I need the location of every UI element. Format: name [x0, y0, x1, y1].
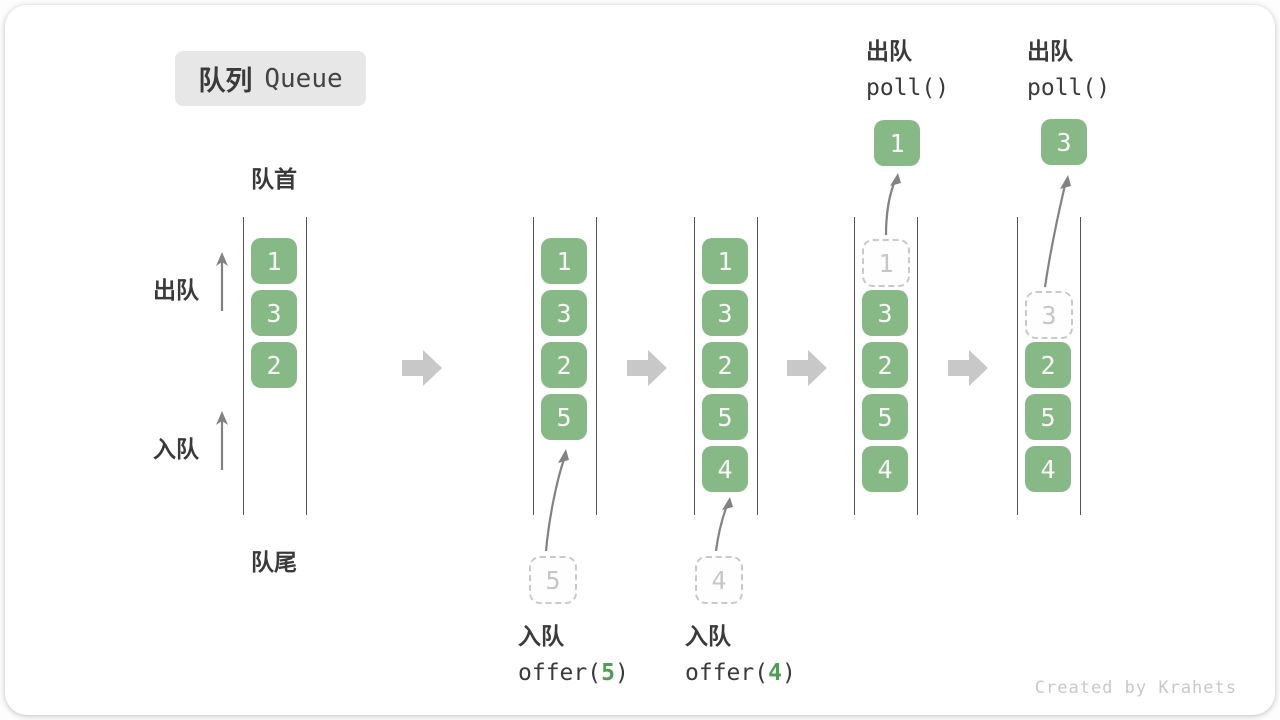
transition-arrow-icon [627, 350, 667, 386]
removed-cell: 3 [1041, 119, 1087, 165]
queue-cell: 3 [541, 290, 587, 336]
insert-arrow-icon [714, 497, 733, 552]
queue-cell: 3 [702, 290, 748, 336]
queue-cell: 3 [251, 290, 297, 336]
queue-cell: 2 [702, 342, 748, 388]
dequeue-label: 出队 [153, 278, 199, 304]
front-label: 队首 [251, 167, 297, 193]
enqueue-caption-code: offer(4) [685, 660, 796, 686]
remove-arrow-icon [884, 173, 901, 236]
queue-cell: 4 [702, 446, 748, 492]
enqueue-caption: 入队 offer(5) [518, 617, 629, 686]
watermark: Created by Krahets [1034, 678, 1237, 698]
queue-cell: 1 [702, 238, 748, 284]
queue-cell: 3 [862, 290, 908, 336]
queue-cell: 2 [541, 342, 587, 388]
remove-arrow-icon [1043, 175, 1071, 288]
dequeue-arrow-icon [216, 252, 228, 311]
queue-cell: 1 [251, 238, 297, 284]
queue-column [1017, 217, 1081, 515]
dequeue-caption-op: 出队 [866, 39, 912, 65]
queue-column [694, 217, 758, 515]
rear-label: 队尾 [251, 550, 297, 576]
title-zh: 队列 [198, 66, 253, 97]
queue-column [854, 217, 918, 515]
title-badge: 队列 Queue [175, 51, 366, 106]
queue-cell: 1 [541, 238, 587, 284]
removed-cell: 1 [874, 120, 920, 166]
diagram-card: 队列 Queue 队首 队尾 出队 入队 [5, 5, 1275, 715]
dequeue-caption-code: poll() [866, 75, 950, 101]
dequeue-caption: 出队 poll() [1027, 32, 1110, 101]
enqueue-arrow-icon [216, 411, 228, 470]
queue-cell-dashed: 3 [1025, 291, 1073, 339]
queue-cell: 5 [862, 394, 908, 440]
queue-column [243, 217, 307, 515]
queue-column [533, 217, 597, 515]
enqueue-caption-op: 入队 [518, 624, 564, 650]
transition-arrow-icon [948, 350, 988, 386]
queue-cell-dashed: 1 [862, 239, 910, 287]
queue-cell: 2 [1025, 342, 1071, 388]
enqueue-caption-op: 入队 [685, 624, 731, 650]
queue-cell: 4 [1025, 446, 1071, 492]
dequeue-caption: 出队 poll() [866, 32, 949, 101]
queue-cell: 4 [862, 446, 908, 492]
transition-arrow-icon [787, 350, 827, 386]
dequeue-caption-code: poll() [1027, 75, 1111, 101]
queue-cell: 2 [251, 342, 297, 388]
queue-cell: 5 [1025, 394, 1071, 440]
incoming-cell: 5 [529, 556, 577, 604]
incoming-cell: 4 [695, 556, 743, 604]
transition-arrow-icon [402, 350, 442, 386]
title-en: Queue [264, 63, 343, 94]
enqueue-caption: 入队 offer(4) [685, 617, 796, 686]
queue-cell: 2 [862, 342, 908, 388]
dequeue-caption-op: 出队 [1027, 39, 1073, 65]
queue-cell: 5 [541, 394, 587, 440]
queue-cell: 5 [702, 394, 748, 440]
enqueue-caption-code: offer(5) [518, 660, 629, 686]
insert-arrow-icon [544, 449, 569, 552]
enqueue-label: 入队 [153, 437, 199, 463]
